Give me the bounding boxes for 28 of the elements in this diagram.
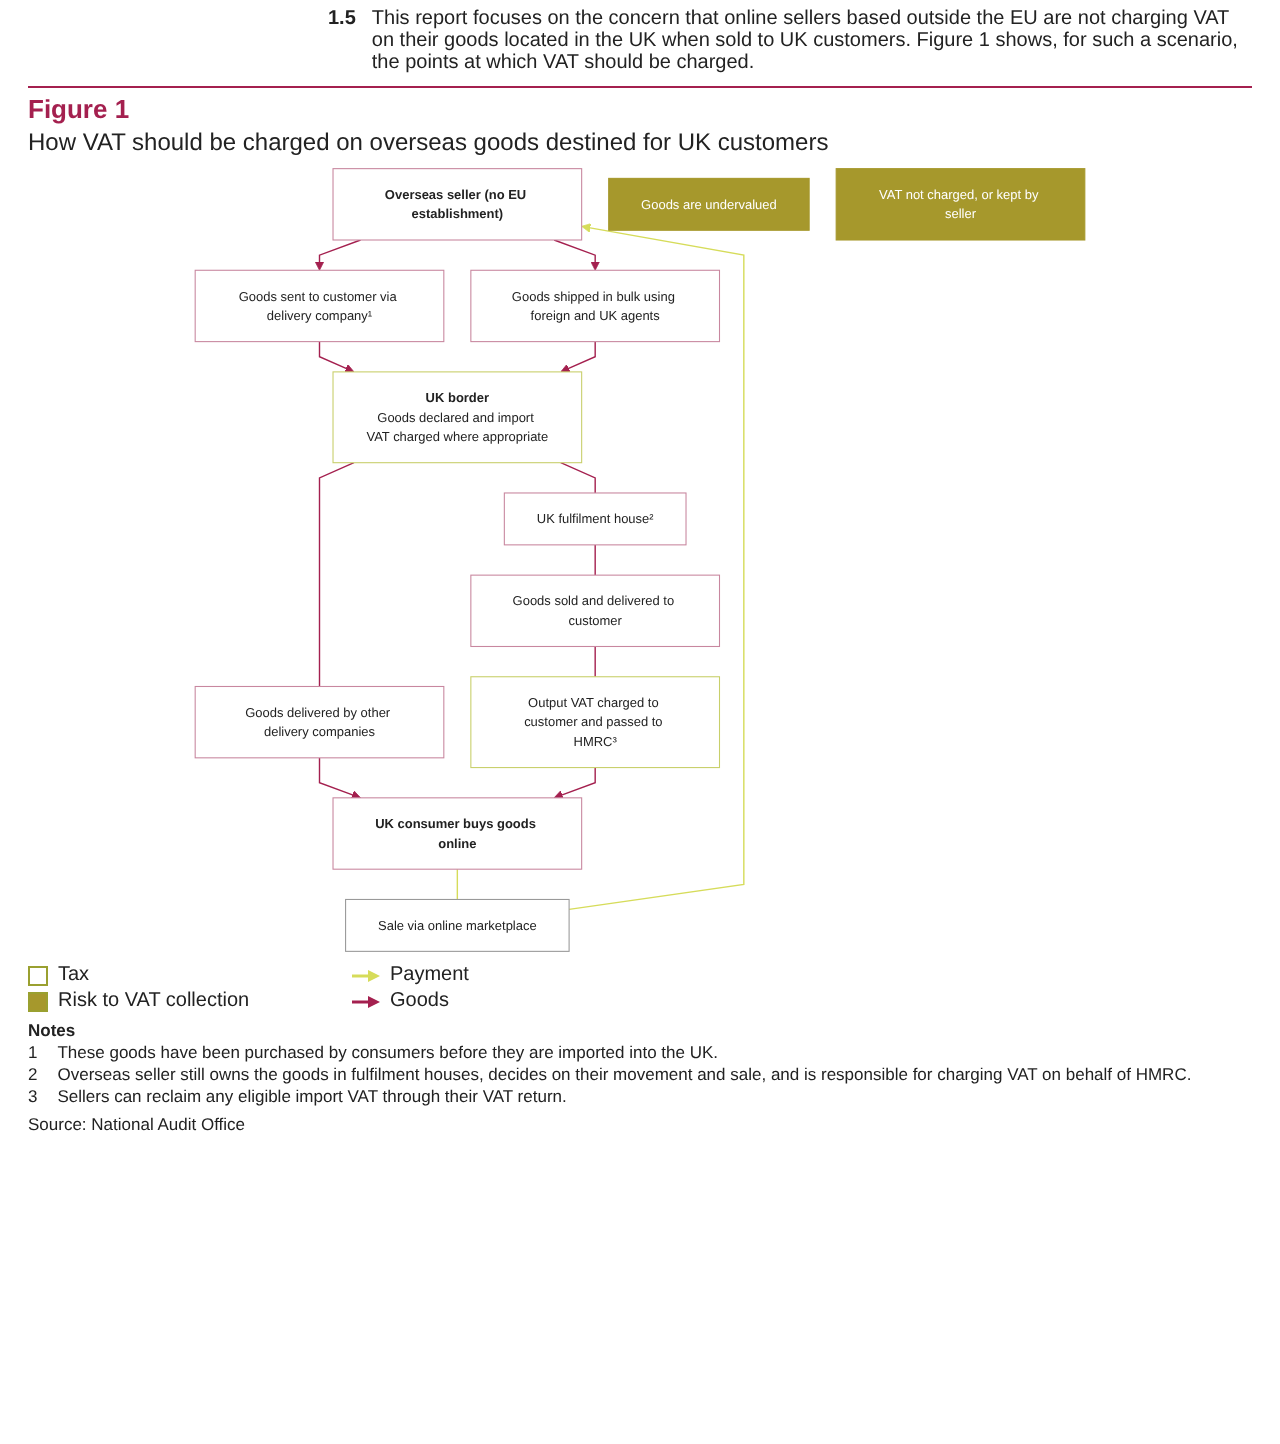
arrow [553,239,600,271]
connector [594,645,596,678]
note-text: These goods have been purchased by consumers before they are imported into the UK. [57,1042,719,1062]
connector [560,462,596,494]
note-text: Overseas seller still owns the goods in fulfilment houses, decides on their movement and sale, and is responsible for charging VAT on behalf of HMRC. [57,1064,1192,1084]
connector [456,868,459,901]
connector [594,544,596,576]
legend-label: Goods [390,990,449,1012]
legend-label: Payment [390,964,469,986]
figure-label: Figure 1 [28,94,130,124]
arrow [568,223,745,911]
arrow [314,239,362,271]
legend-label: Risk to VAT collection [58,990,250,1012]
connector [318,462,355,688]
intro-paragraph: This report focuses on the concern that online sellers based outside the EU are not charging VAT on their goods located in the UK when sold to UK customers. Figure 1 shows, for such a scenario, the points at which VAT should be charged. [371,8,1240,74]
figure-title: How VAT should be charged on overseas goods destined for UK customers [28,128,831,156]
arrow [553,766,596,800]
source-note: Source: National Audit Office [28,1114,248,1134]
note-text: Sellers can reclaim any eligible import VAT through their VAT return. [57,1086,567,1106]
note-number: 1 [28,1042,38,1062]
arrow [318,757,361,800]
note-number: 3 [28,1086,38,1106]
notes-heading: Notes [28,1020,78,1040]
legend-label: Tax [58,964,90,986]
arrow [560,340,596,373]
note-number: 2 [28,1064,38,1084]
paragraph-number: 1.5 [328,8,356,34]
arrow [318,340,355,373]
